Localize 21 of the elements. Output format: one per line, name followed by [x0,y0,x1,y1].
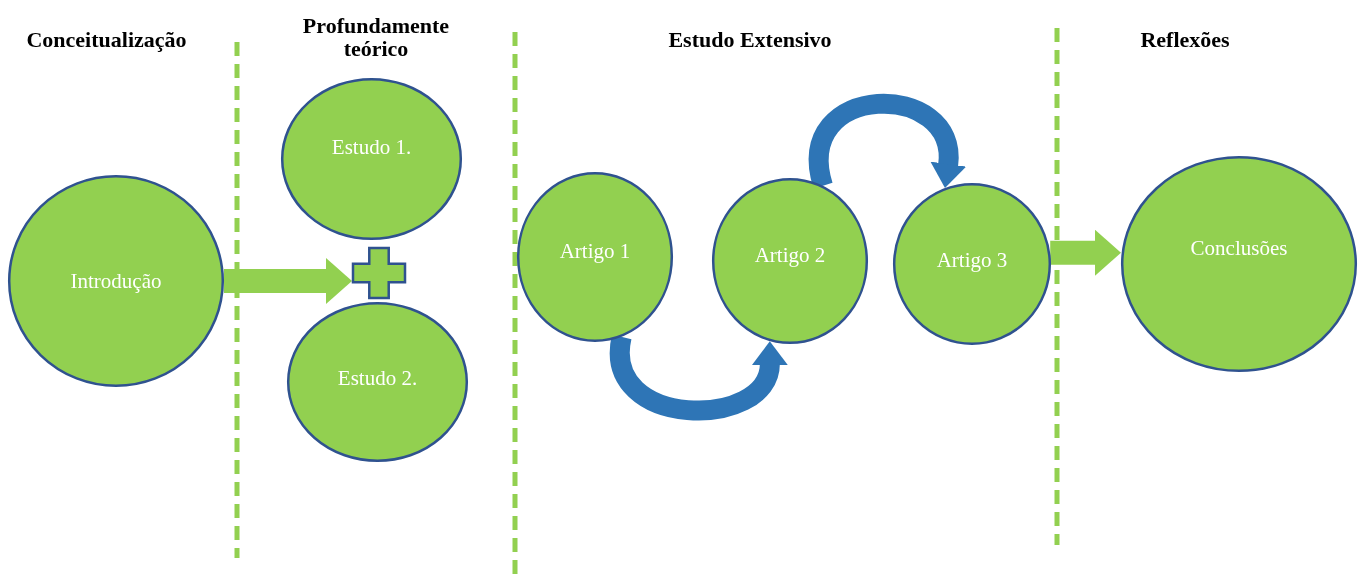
circle-node [712,178,868,344]
circle-node [287,302,468,462]
circle-node [8,175,224,387]
circle-node [517,172,673,342]
circle-node [1121,156,1357,372]
node-label: Artigo 1 [558,237,632,265]
column-heading: Profundamente teórico [301,14,451,61]
block-arrow [224,258,352,304]
circle-node [281,78,462,240]
column-heading: Estudo Extensivo [667,28,833,52]
plus-icon [352,247,406,299]
node-label: Estudo 1. [330,133,413,161]
node-label: Estudo 2. [336,364,419,392]
circle-node [893,183,1051,345]
column-heading: Reflexões [1139,28,1231,52]
node-label: Artigo 2 [753,241,827,269]
node-label: Introdução [69,267,163,295]
column-heading: Conceitualização [25,28,188,52]
node-label: Conclusões [1189,234,1289,262]
block-arrow [1050,229,1121,276]
node-label: Artigo 3 [935,246,1009,274]
